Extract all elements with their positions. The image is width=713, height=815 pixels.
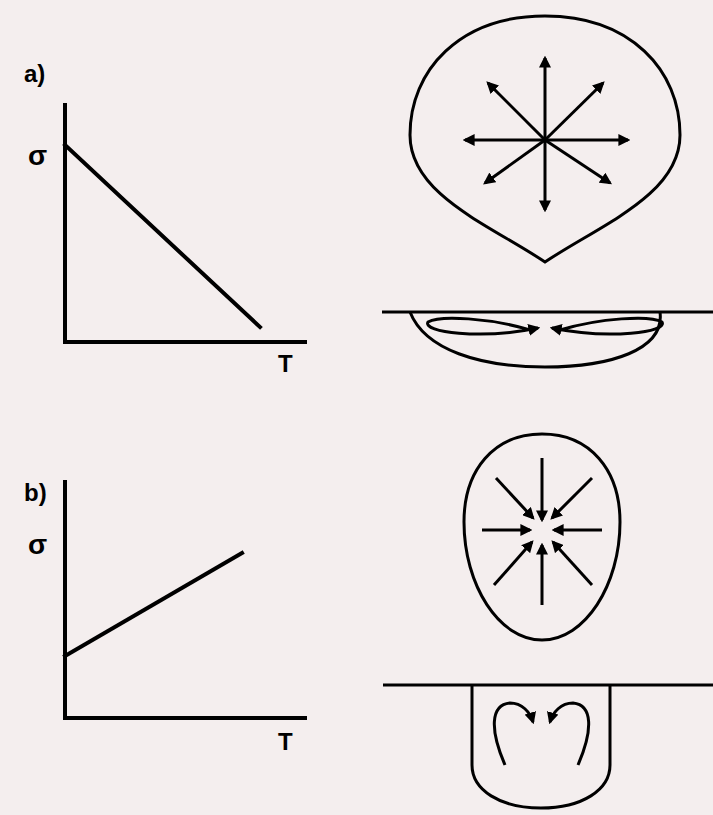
panel-label: b) — [24, 481, 47, 505]
axis-label: σ — [28, 531, 47, 559]
surface-line — [383, 684, 713, 687]
surface-line — [382, 311, 713, 314]
weld-pool-top — [410, 16, 680, 262]
graph-axes — [65, 105, 305, 342]
panel-label: a) — [24, 62, 45, 86]
graph-line — [65, 553, 242, 656]
weld-pool-section — [472, 685, 610, 808]
weld-pool-top — [464, 434, 620, 640]
axis-label: T — [278, 730, 293, 754]
axis-label: T — [278, 352, 293, 376]
axis-label: σ — [28, 142, 47, 170]
flow-arrows — [428, 58, 663, 765]
graph-line — [65, 145, 260, 327]
graph-axes — [65, 482, 305, 718]
